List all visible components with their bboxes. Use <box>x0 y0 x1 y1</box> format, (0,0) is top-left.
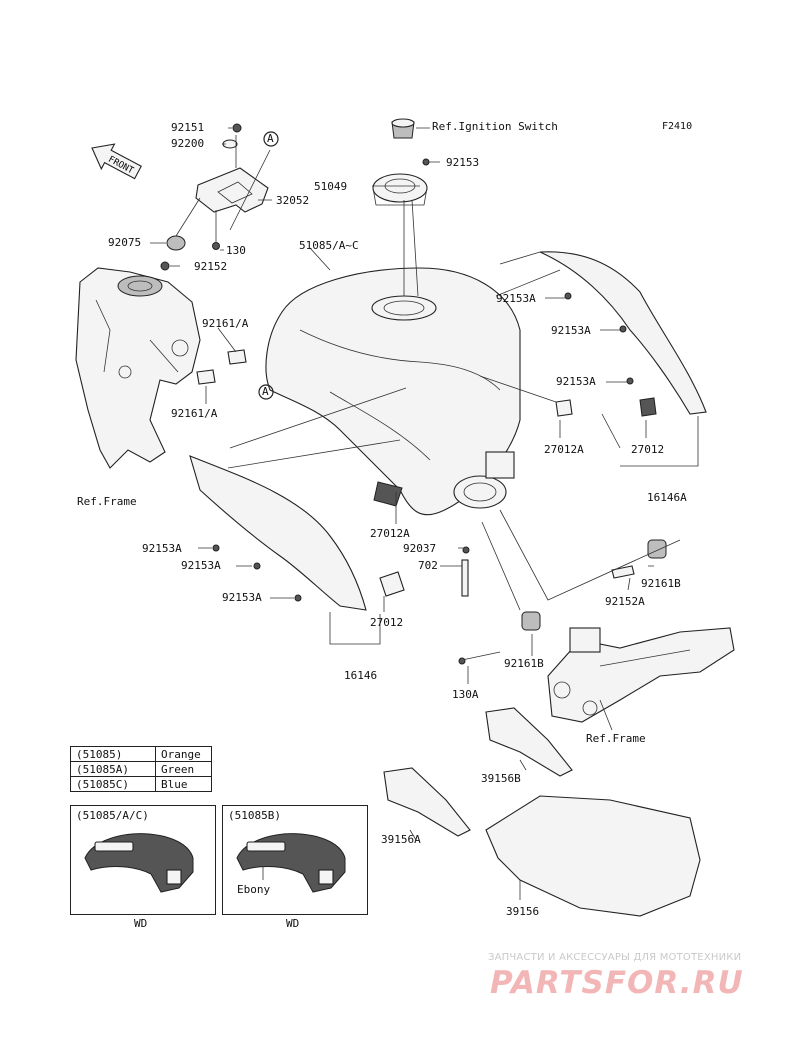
fuel-cap-51049 <box>372 158 430 206</box>
grommet-92075 <box>166 235 186 251</box>
part-130a: 130A <box>452 688 479 701</box>
variant-caption-1: WD <box>134 917 148 930</box>
frame-right <box>547 627 735 723</box>
legend-color: Green <box>155 761 212 777</box>
pad-39156 <box>485 795 701 917</box>
ignition-switch-cap <box>391 118 415 139</box>
part-16146: 16146 <box>344 669 378 682</box>
part-92152a: 92152A <box>605 595 645 608</box>
diagram-id: F2410 <box>662 121 693 132</box>
legend-code: (51085) <box>70 746 156 762</box>
variant-note: Ebony <box>237 883 271 896</box>
part-39156a: 39156A <box>381 833 421 846</box>
part-92153a-right-1: 92153A <box>496 292 536 305</box>
legend-row: (51085C) Blue <box>70 776 212 792</box>
dampers-92161B <box>458 539 667 665</box>
ref-ignition-switch: Ref.Ignition Switch <box>432 120 558 133</box>
part-32052: 32052 <box>276 194 310 207</box>
pad-39156B <box>485 707 573 777</box>
variant-title: (51085/A/C) <box>76 809 149 822</box>
legend-row: (51085A) Green <box>70 761 212 777</box>
side-cover-16146A <box>539 251 707 417</box>
collar-92152 <box>160 261 170 271</box>
pin-702 <box>461 546 470 597</box>
legend-row: (51085) Orange <box>70 746 212 762</box>
side-cover-16146 <box>189 455 405 611</box>
part-27012-center: 27012 <box>370 616 404 629</box>
bolt-130 <box>212 242 220 250</box>
part-92161b-center: 92161B <box>504 657 544 670</box>
legend-color: Orange <box>155 746 212 762</box>
pads-92161A <box>196 349 247 385</box>
callout-a-mid-label: A <box>262 385 269 398</box>
part-92153a-right-3: 92153A <box>556 375 596 388</box>
part-92153a-right-2: 92153A <box>551 324 591 337</box>
variant-caption-2: WD <box>286 917 300 930</box>
variant-tank-icon <box>236 833 346 893</box>
part-92153a-left-1: 92153A <box>142 542 182 555</box>
ref-frame-left: Ref.Frame <box>77 495 137 508</box>
legend-code: (51085A) <box>70 761 156 777</box>
part-92153a-left-3: 92153A <box>222 591 262 604</box>
part-702: 702 <box>418 559 438 572</box>
front-arrow-icon: FRONT <box>91 143 142 180</box>
pad-39156A <box>383 767 471 837</box>
frame-left <box>75 267 201 469</box>
part-27012a-center: 27012A <box>370 527 410 540</box>
callout-a-top-label: A <box>267 132 274 145</box>
part-92153-top: 92153 <box>446 156 480 169</box>
part-27012a-right: 27012A <box>544 443 584 456</box>
part-16146a: 16146A <box>647 491 687 504</box>
bolt-92151 <box>232 123 242 133</box>
ref-frame-right: Ref.Frame <box>586 732 646 745</box>
part-39156b: 39156B <box>481 772 521 785</box>
variant-title: (51085B) <box>228 809 281 822</box>
part-51085: 51085/A~C <box>299 239 359 252</box>
part-92200: 92200 <box>171 137 205 150</box>
part-51049: 51049 <box>314 180 348 193</box>
part-92153a-left-2: 92153A <box>181 559 221 572</box>
variant-tank-icon <box>84 833 194 893</box>
part-130: 130 <box>226 244 246 257</box>
bracket-32052 <box>160 123 271 271</box>
fuel-tank-51085 <box>265 199 521 516</box>
part-92075: 92075 <box>108 236 142 249</box>
color-legend: (51085) Orange (51085A) Green (51085C) B… <box>70 746 212 792</box>
part-92151: 92151 <box>171 121 205 134</box>
part-39156: 39156 <box>506 905 540 918</box>
part-92161b-right: 92161B <box>641 577 681 590</box>
variant-box-51085-a-c: (51085/A/C) <box>70 805 216 915</box>
part-92152: 92152 <box>194 260 228 273</box>
legend-code: (51085C) <box>70 776 156 792</box>
part-92161a-top: 92161/A <box>202 317 249 330</box>
leader-lines <box>150 127 699 900</box>
legend-color: Blue <box>155 776 212 792</box>
part-92037: 92037 <box>403 542 437 555</box>
watermark-brand: PARTSFOR.RU <box>490 965 744 1001</box>
watermark-tagline: ЗАПЧАСТИ И АКСЕССУАРЫ ДЛЯ МОТОТЕХНИКИ <box>488 952 742 963</box>
callout-a-mid <box>258 384 274 400</box>
variant-box-51085b: (51085B) Ebony <box>222 805 368 915</box>
part-27012-right: 27012 <box>631 443 665 456</box>
callout-a-top <box>263 131 279 147</box>
part-92161a-bottom: 92161/A <box>171 407 218 420</box>
